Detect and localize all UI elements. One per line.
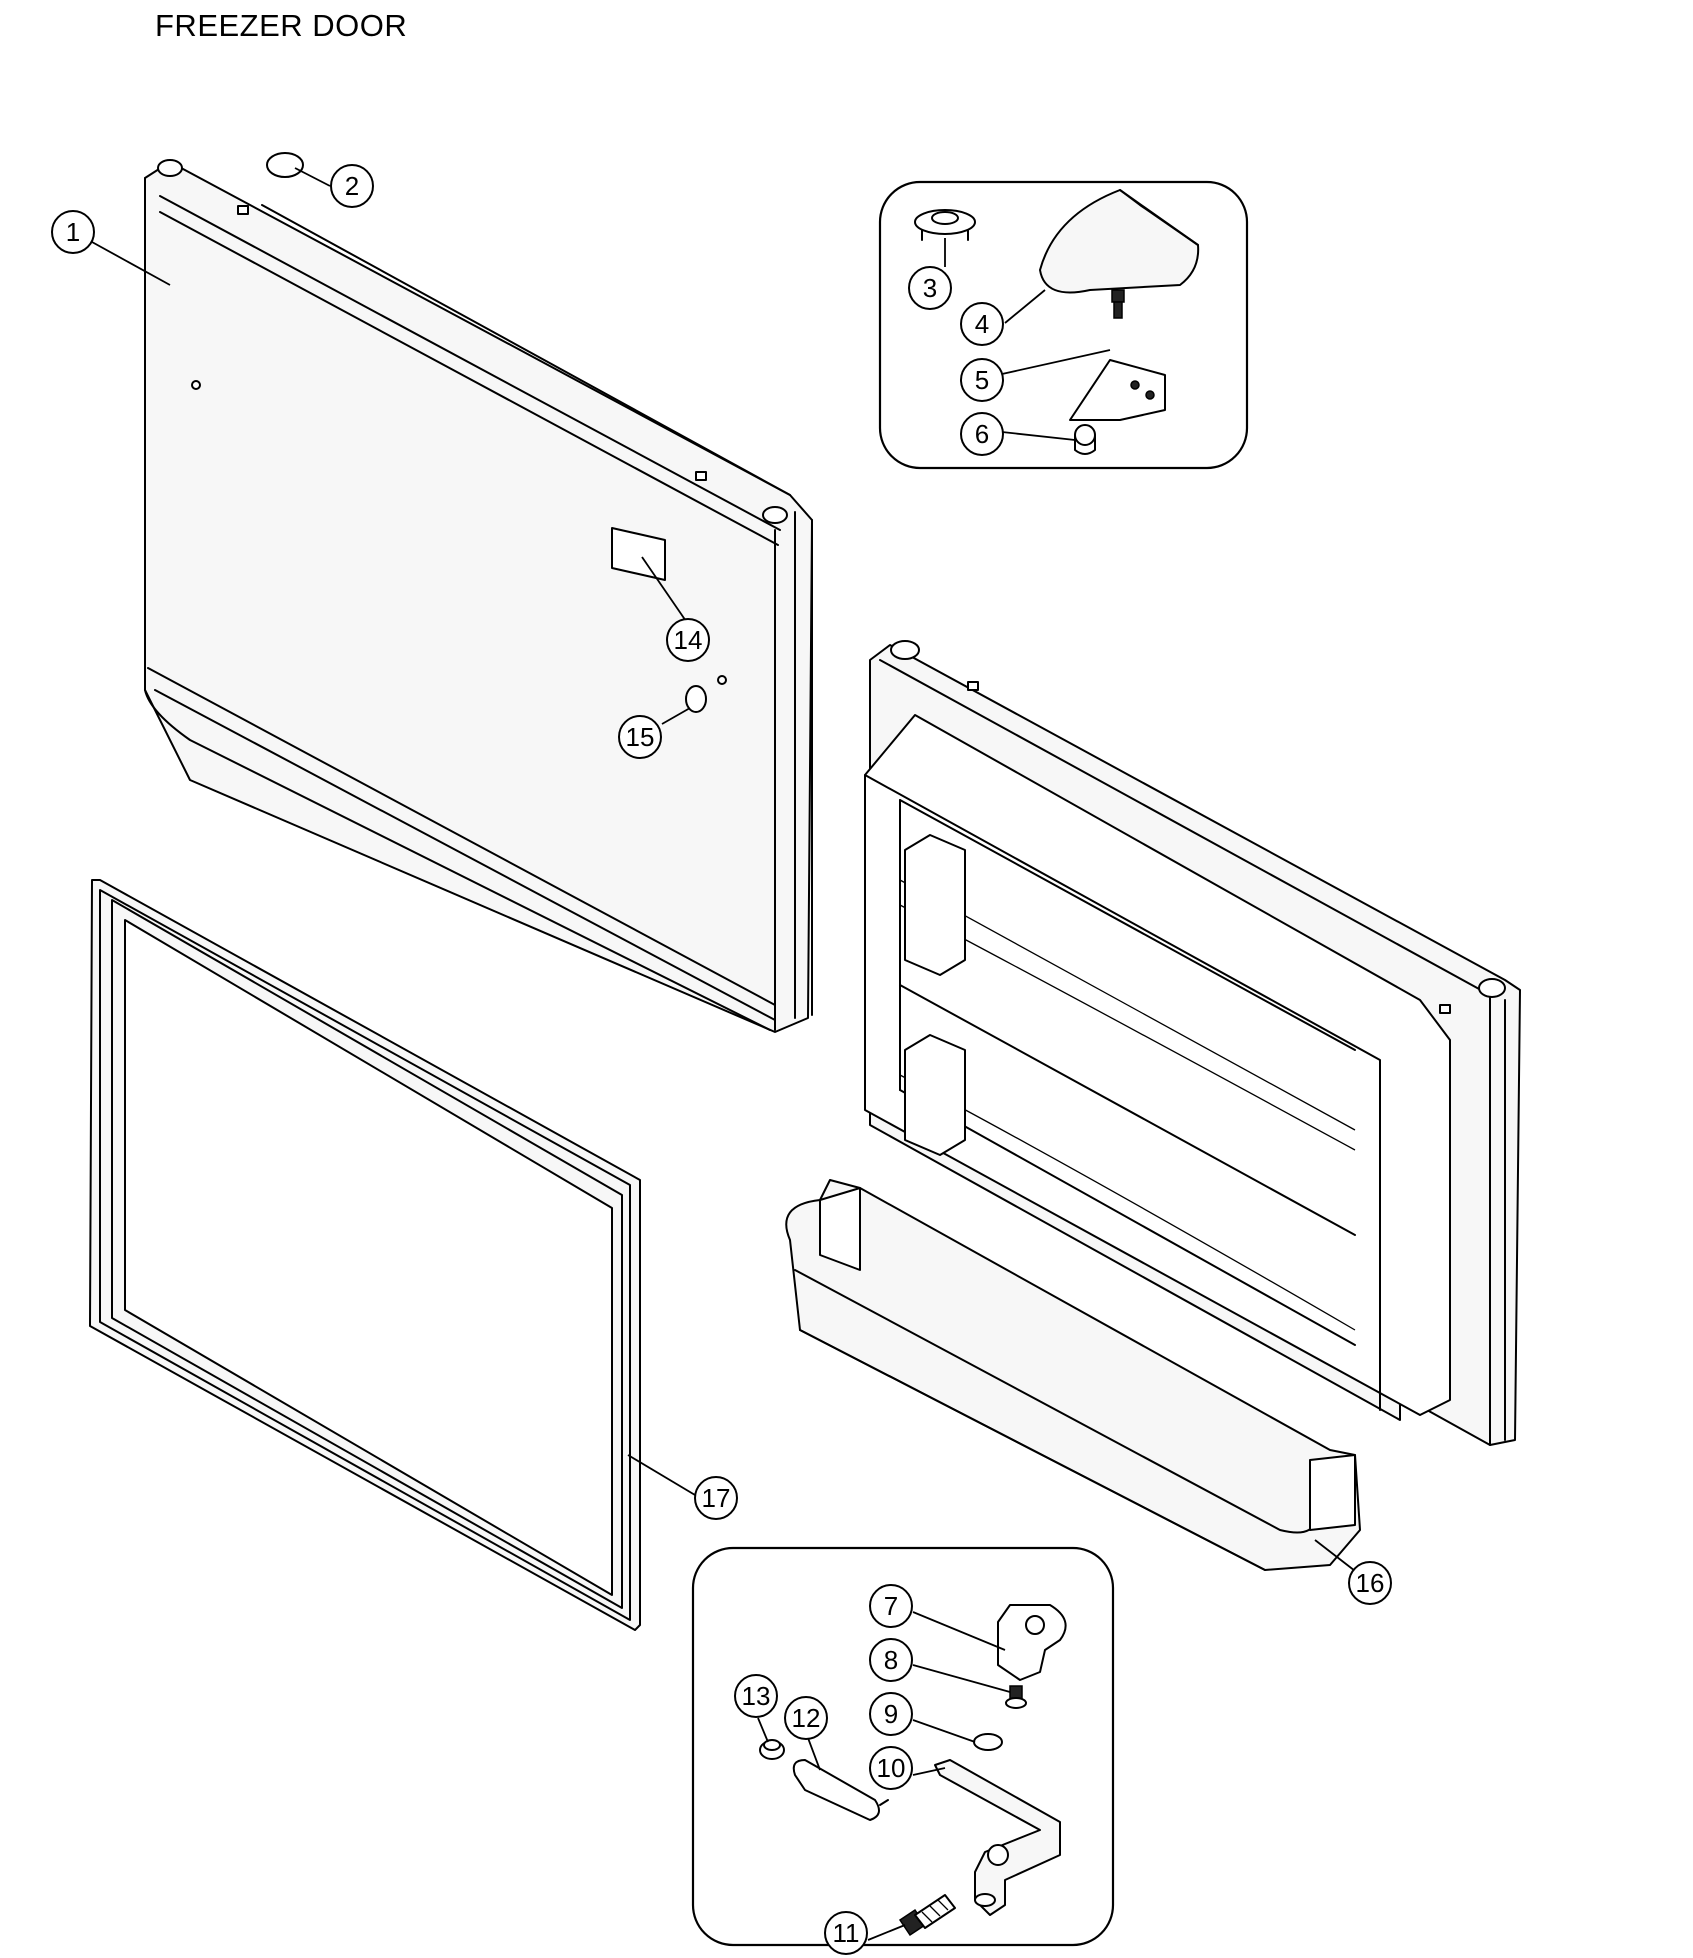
svg-text:9: 9 <box>884 1699 898 1729</box>
diagram-title: FREEZER DOOR <box>155 8 408 43</box>
callout-14: 14 <box>666 618 710 662</box>
hinge-cap-part-3 <box>914 209 976 241</box>
bottom-hinge-part-10 <box>934 1759 1061 1916</box>
callout-10: 10 <box>869 1746 913 1790</box>
callout-8: 8 <box>869 1638 913 1682</box>
svg-text:15: 15 <box>626 722 655 752</box>
svg-text:12: 12 <box>792 1703 821 1733</box>
label-plate-icon <box>611 527 666 581</box>
callout-1: 1 <box>51 210 95 254</box>
callout-3: 3 <box>908 266 952 310</box>
callout-9: 9 <box>869 1692 913 1736</box>
callout-11: 11 <box>824 1911 868 1955</box>
callout-7: 7 <box>869 1584 913 1628</box>
callout-12: 12 <box>784 1696 828 1740</box>
callout-2: 2 <box>330 164 374 208</box>
callout-5: 5 <box>960 358 1004 402</box>
door-inner-liner <box>864 640 1521 1446</box>
hinge-cover-part-4 <box>1039 189 1200 294</box>
svg-text:2: 2 <box>345 171 359 201</box>
svg-text:13: 13 <box>742 1681 771 1711</box>
callout-15: 15 <box>618 715 662 759</box>
svg-text:3: 3 <box>923 273 937 303</box>
door-shelf <box>785 1179 1361 1571</box>
bottom-hinge-bracket-part-7 <box>997 1604 1067 1681</box>
top-hinge-part-6 <box>1069 359 1166 455</box>
door-outer-panel <box>144 159 813 1033</box>
svg-text:8: 8 <box>884 1645 898 1675</box>
leader-lines <box>91 167 1369 1941</box>
svg-text:17: 17 <box>702 1483 731 1513</box>
svg-text:16: 16 <box>1356 1568 1385 1598</box>
svg-text:1: 1 <box>66 217 80 247</box>
hinge-cap-icon <box>266 152 304 178</box>
svg-text:14: 14 <box>674 625 703 655</box>
top-hinge-inset <box>878 180 1249 470</box>
callout-6: 6 <box>960 412 1004 456</box>
washer-icon <box>973 1733 1003 1751</box>
adjust-screw-part-11 <box>898 1894 956 1937</box>
callout-4: 4 <box>960 302 1004 346</box>
hinge-screw-part-5 <box>1111 289 1125 319</box>
callout-16: 16 <box>1348 1561 1392 1605</box>
cap-part-13 <box>759 1739 785 1760</box>
cover-part-12 <box>792 1759 889 1821</box>
svg-text:6: 6 <box>975 419 989 449</box>
bottom-hinge-inset <box>691 1546 1115 1947</box>
svg-text:4: 4 <box>975 309 989 339</box>
svg-text:10: 10 <box>877 1753 906 1783</box>
door-gasket <box>89 879 641 1631</box>
svg-text:5: 5 <box>975 365 989 395</box>
hinge-screw-part-8 <box>1005 1685 1027 1709</box>
svg-text:7: 7 <box>884 1591 898 1621</box>
plug-icon <box>685 685 707 713</box>
callout-17: 17 <box>694 1476 738 1520</box>
callout-13: 13 <box>734 1674 778 1718</box>
svg-text:11: 11 <box>833 1918 860 1948</box>
